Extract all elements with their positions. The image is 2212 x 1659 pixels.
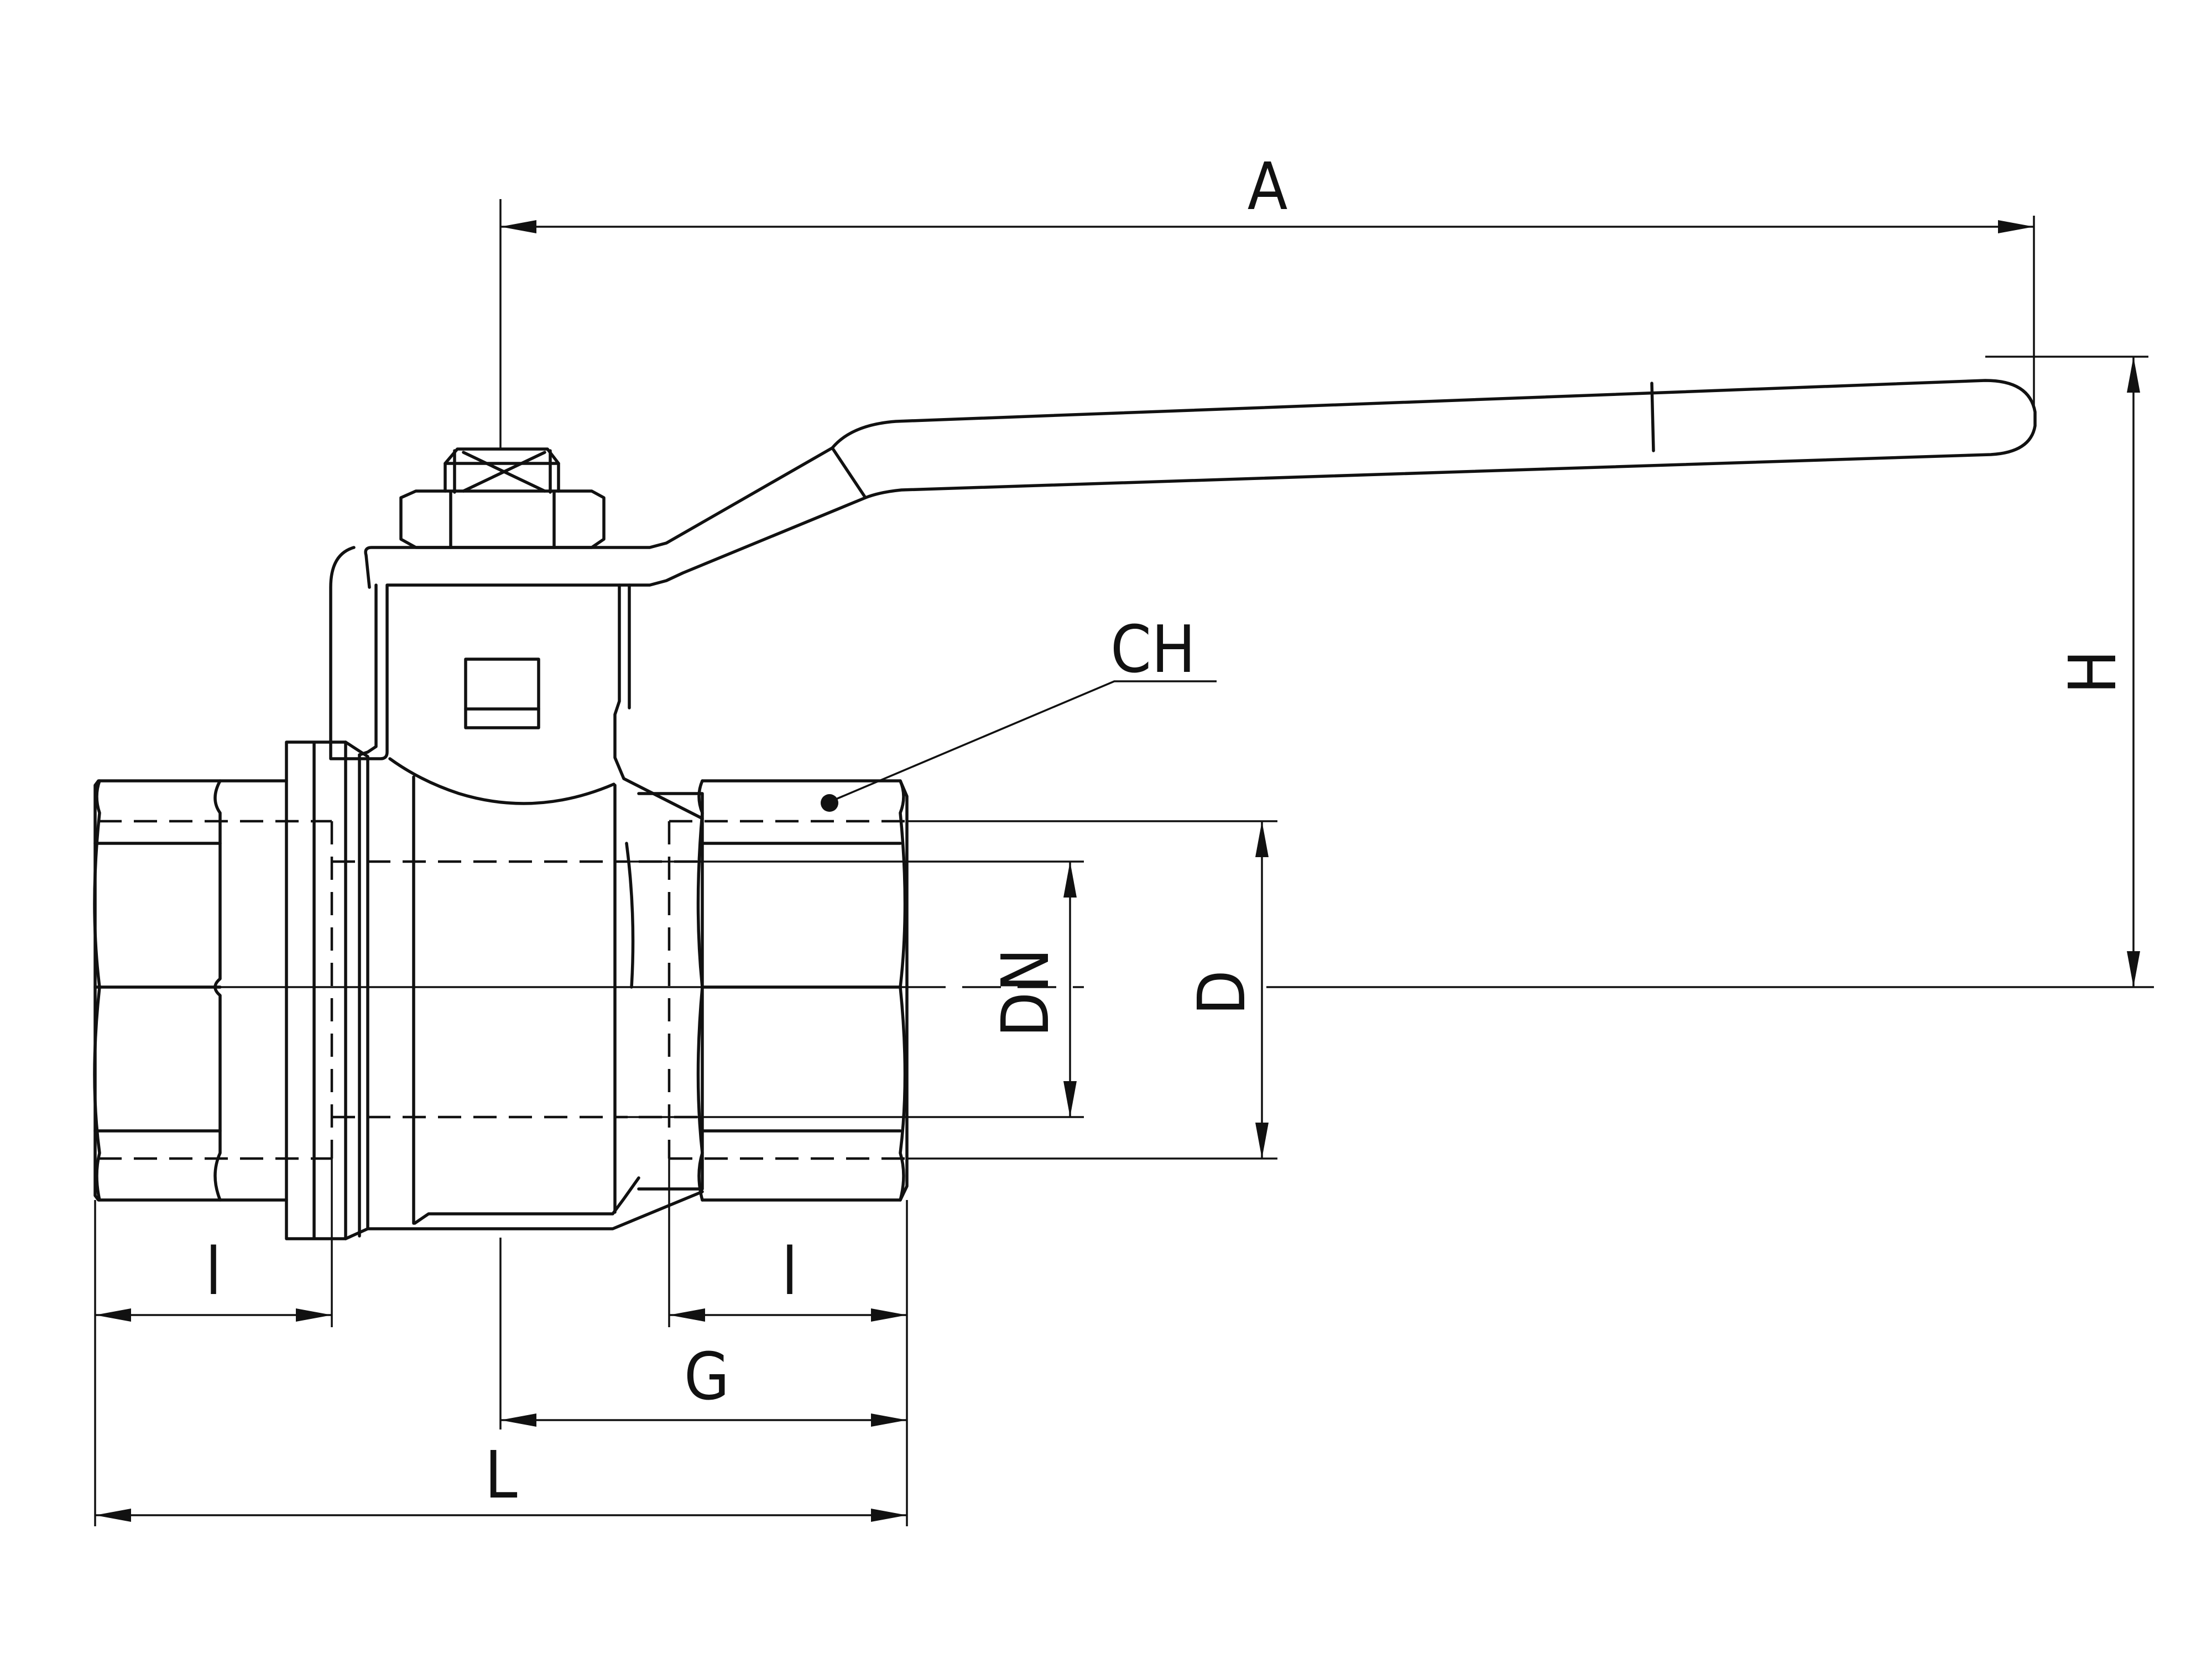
dim-l-left-arrow-b — [296, 1308, 332, 1322]
dim-a-label: A — [1248, 148, 1288, 225]
dim-l-overall-arrow-a — [95, 1509, 131, 1522]
ch-leader-line — [829, 680, 1217, 803]
ch-label: CH — [1110, 611, 1196, 687]
dimension-dn: DN — [628, 860, 1084, 1118]
dim-g-arrow-b — [871, 1413, 907, 1427]
ch-leader-dot — [821, 794, 838, 812]
lever-handle — [329, 379, 2037, 760]
dim-h-arrow-top — [2127, 357, 2140, 393]
dim-l-left-label: l — [205, 1233, 222, 1310]
stem-cross-b — [462, 451, 546, 493]
body-bottom — [366, 1190, 704, 1230]
dim-l-right-label: l — [781, 1233, 798, 1310]
dim-l-overall-arrow-b — [871, 1509, 907, 1522]
body-main — [344, 740, 369, 1240]
dimension-a: A — [499, 148, 2035, 449]
body-neck — [358, 583, 378, 757]
dimension-d: D — [907, 820, 1277, 1160]
dim-l-right-arrow-b — [871, 1308, 907, 1322]
dim-d-arrow-bottom — [1255, 1123, 1269, 1159]
marking-plate — [464, 658, 540, 729]
dim-g-arrow-a — [500, 1413, 536, 1427]
stem-square — [444, 447, 560, 493]
dim-dn-label: DN — [987, 948, 1063, 1037]
body-top-curve — [388, 757, 615, 805]
right-hex-outline — [701, 779, 909, 1202]
dim-d-label: D — [1183, 970, 1260, 1015]
dim-a-arrow-left — [500, 220, 536, 233]
dim-dn-arrow-top — [1063, 862, 1077, 898]
dim-a-arrow-right — [1998, 220, 2034, 233]
stem-nut — [399, 447, 606, 549]
body-neck-right — [613, 583, 704, 820]
dim-dn-arrow-bottom — [1063, 1081, 1077, 1117]
valve-body — [285, 583, 704, 1240]
dim-h-arrow-bottom — [2127, 951, 2140, 987]
handle-grip-mark — [1650, 382, 1655, 452]
dimension-ch: CH — [821, 611, 1217, 812]
handle-outline — [329, 446, 867, 760]
dimension-h: H — [1985, 356, 2148, 987]
dim-l-right-arrow-a — [669, 1308, 705, 1322]
body-bottom-inner — [413, 1176, 640, 1225]
hidden-lines — [98, 820, 907, 1160]
dim-l-overall-label: L — [484, 1437, 517, 1513]
dim-l-left-arrow-a — [95, 1308, 131, 1322]
dim-d-arrow-top — [1255, 821, 1269, 857]
right-connector — [637, 792, 704, 1191]
hex-nut — [399, 489, 606, 549]
left-hex-end — [93, 779, 288, 1202]
handle-arm — [831, 379, 2037, 499]
dim-h-label: H — [2054, 650, 2131, 694]
dim-g-label: G — [684, 1338, 729, 1415]
bottom-dimensions: l l G L — [94, 1159, 908, 1526]
body-flange — [285, 740, 347, 1240]
bore-end — [625, 842, 635, 989]
